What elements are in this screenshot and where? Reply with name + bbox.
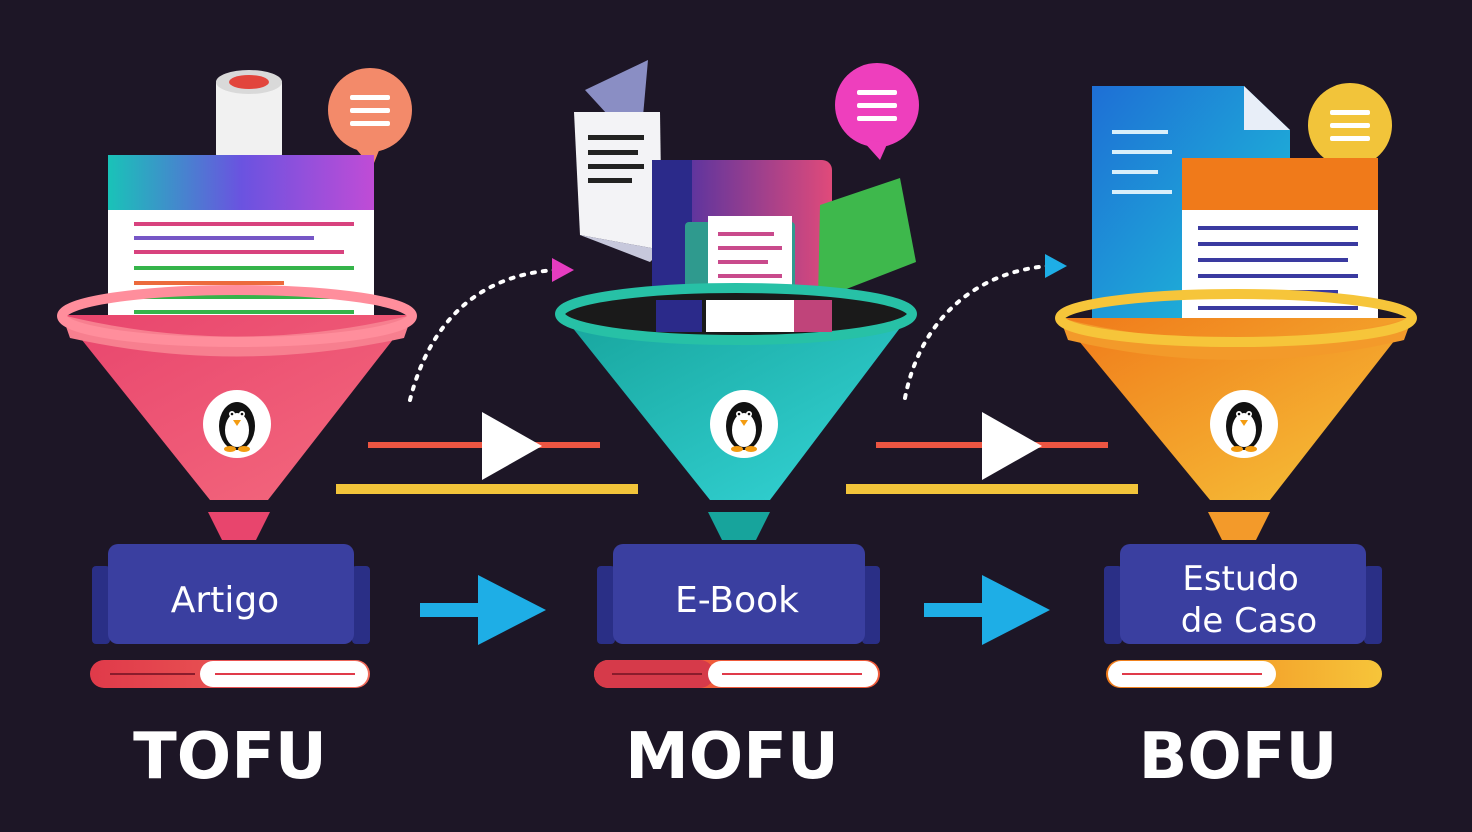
penguin-logo-icon (203, 390, 271, 458)
stage-tofu: Artigo TOFU (57, 68, 417, 794)
menu-bubble-icon (835, 63, 919, 160)
ebook-spine-edge (656, 300, 702, 332)
progress-bar-tofu (90, 660, 370, 688)
pink-arrowhead-icon (552, 258, 574, 282)
play-arrow-icon (482, 412, 542, 480)
stage-label-estudo-de-caso: Estudo de Caso (1181, 559, 1317, 641)
ebook-cover-edge (794, 300, 832, 332)
penguin-logo-icon (710, 390, 778, 458)
connector-2 (846, 254, 1138, 645)
stage-name-tofu: TOFU (133, 720, 327, 794)
stage-name-mofu: MOFU (625, 720, 839, 794)
case-study-document-icon (1092, 86, 1378, 336)
label-box-artigo: Artigo (92, 544, 370, 644)
connector-1 (336, 258, 638, 645)
stage-name-bofu: BOFU (1139, 720, 1338, 794)
scroll-icon (216, 70, 282, 160)
play-arrow-icon (982, 412, 1042, 480)
document-page-icon (574, 60, 662, 262)
article-document-icon (108, 155, 374, 340)
penguin-logo-icon (1210, 390, 1278, 458)
menu-bubble-icon (328, 68, 412, 168)
label-box-estudo-de-caso: Estudo de Caso (1104, 544, 1382, 644)
progress-bar-bofu (1106, 660, 1382, 688)
label-box-ebook: E-Book (597, 544, 880, 644)
progress-bar-mofu (594, 660, 880, 688)
blue-arrowhead-icon (1045, 254, 1067, 278)
stage-label-ebook: E-Book (675, 580, 799, 621)
right-arrow-icon (420, 575, 546, 645)
stage-mofu: E-Book MOFU (555, 60, 919, 794)
right-arrow-icon (924, 575, 1050, 645)
stage-bofu: Estudo de Caso BOFU (1055, 83, 1417, 794)
stage-label-artigo: Artigo (171, 580, 279, 621)
ebook-page-edge (706, 300, 794, 332)
